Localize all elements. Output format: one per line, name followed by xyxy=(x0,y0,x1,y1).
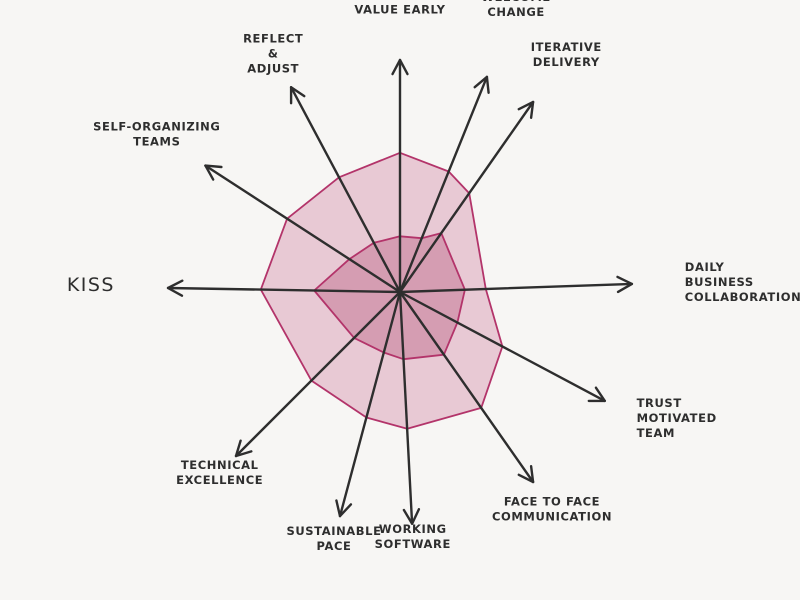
axis-label-line: MOTIVATED xyxy=(637,411,717,425)
axis-label-line: TECHNICAL xyxy=(181,458,259,472)
axis-label-line: PRODUCE xyxy=(367,0,433,2)
axis-line-12 xyxy=(289,85,402,294)
axis-arrowhead-10 xyxy=(166,279,184,297)
axis-label-line: ITERATIVE xyxy=(531,40,602,54)
axis-label-line: SOFTWARE xyxy=(375,537,451,551)
axis-label-line: WORKING xyxy=(379,522,447,536)
axis-label-10: KISS xyxy=(67,274,115,296)
axis-label-line: TEAM xyxy=(637,426,675,440)
axis-arrowhead-6 xyxy=(517,465,535,484)
axis-line-6 xyxy=(398,290,535,484)
axis-label-line: BUSINESS xyxy=(685,275,754,289)
axis-label-line: REFLECT xyxy=(243,32,303,46)
axis-label-line: VALUE EARLY xyxy=(354,3,445,17)
axis-label-line: PACE xyxy=(317,539,352,553)
axis-label-line: DELIVERY xyxy=(533,55,600,69)
axis-arrowhead-8 xyxy=(335,499,353,518)
axis-line-5 xyxy=(398,290,606,403)
axis-line-9 xyxy=(234,290,402,458)
axis-label-line: SELF-ORGANIZING xyxy=(93,120,220,134)
axis-line-8 xyxy=(338,290,402,518)
axis-line-3 xyxy=(398,100,535,294)
axis-label-line: DAILY xyxy=(685,260,725,274)
axis-arrowhead-4 xyxy=(616,275,634,294)
axis-label-line: ADJUST xyxy=(247,62,299,76)
axis-line-7 xyxy=(398,290,414,525)
axis-arrowhead-1 xyxy=(391,58,409,76)
axis-label-line: WELCOME xyxy=(481,0,551,4)
axis-arrowhead-3 xyxy=(517,100,535,119)
axis-label-line: COMMUNICATION xyxy=(492,510,612,524)
axis-label-line: FACE TO FACE xyxy=(504,495,600,509)
axis-label-line: SUSTAINABLE xyxy=(286,524,381,538)
axis-line-4 xyxy=(398,282,634,294)
axis-arrowhead-7 xyxy=(402,508,421,525)
axis-line-11 xyxy=(204,164,402,294)
axis-arrowhead-5 xyxy=(587,386,606,403)
axis-label-line: KISS xyxy=(67,274,115,296)
axis-label-line: TEAMS xyxy=(133,135,180,149)
axis-label-line: TRUST xyxy=(637,396,682,410)
axis-label-12: REFLECT&ADJUST xyxy=(243,32,303,76)
axis-arrowhead-11 xyxy=(204,164,223,181)
axis-label-line: EXCELLENCE xyxy=(176,473,263,487)
axis-arrowhead-9 xyxy=(234,439,253,458)
axis-label-1: PRODUCEVALUE EARLY xyxy=(354,0,445,17)
axis-line-10 xyxy=(166,286,402,294)
axis-label-line: & xyxy=(268,47,279,61)
axis-label-line: COLLABORATION xyxy=(685,290,800,304)
axis-arrowhead-12 xyxy=(289,86,306,105)
axis-label-line: CHANGE xyxy=(487,5,544,19)
axis-arrowhead-2 xyxy=(473,75,490,94)
axis-label-2: WELCOMECHANGE xyxy=(481,0,551,19)
axis-line-2 xyxy=(398,75,489,294)
